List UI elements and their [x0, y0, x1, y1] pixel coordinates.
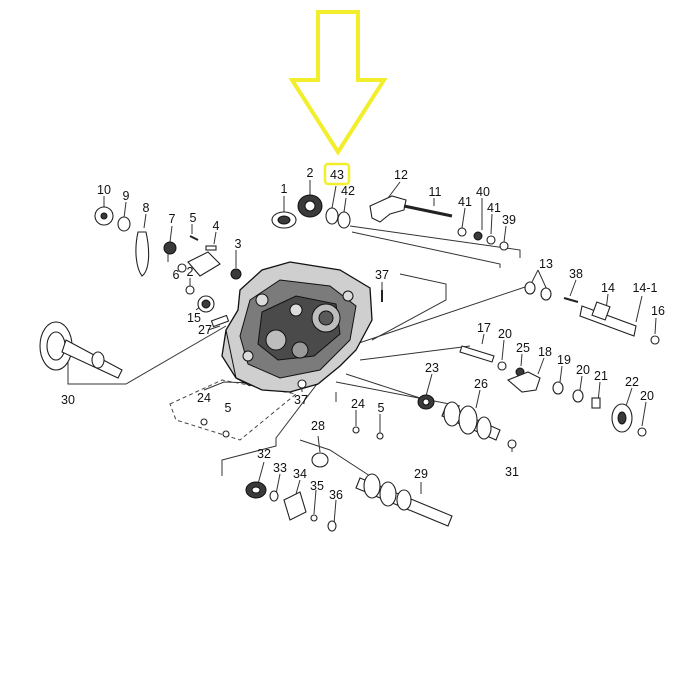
callout-5-c: 5	[378, 401, 385, 415]
callout-39: 39	[502, 213, 516, 227]
callout-40: 40	[476, 185, 490, 199]
callout-36: 36	[329, 488, 343, 502]
callout-2: 2	[307, 166, 314, 180]
callout-6: 6	[173, 268, 180, 282]
callout-33: 33	[273, 461, 287, 475]
callout-41-a: 41	[458, 195, 472, 209]
callout-42: 42	[341, 184, 355, 198]
callout-37-a: 37	[375, 268, 389, 282]
callout-11: 11	[429, 185, 442, 199]
callout-32: 32	[257, 447, 271, 461]
callout-28: 28	[311, 419, 325, 433]
callout-15: 15	[187, 311, 201, 325]
dashed-box	[169, 379, 298, 441]
callout-38: 38	[569, 267, 583, 281]
callout-41-b: 41	[487, 201, 501, 215]
callout-labels: 1 2 43 42 12 11 40 41 41 39 10 9 8 7 5 4…	[61, 166, 665, 502]
callout-12: 12	[394, 168, 408, 182]
callout-13: 13	[539, 257, 553, 271]
callout-43: 43	[330, 168, 344, 182]
callout-26: 26	[474, 377, 488, 391]
callout-8: 8	[143, 201, 150, 215]
callout-17: 17	[477, 321, 491, 335]
callout-5-b: 5	[225, 401, 232, 415]
callout-10: 10	[97, 183, 111, 197]
callout-3: 3	[235, 237, 242, 251]
callout-19: 19	[557, 353, 571, 367]
callout-30: 30	[61, 393, 75, 407]
callout-7: 7	[169, 212, 176, 226]
callout-35: 35	[310, 479, 324, 493]
callout-29: 29	[414, 467, 428, 481]
callout-20-c: 20	[640, 389, 654, 403]
callout-4: 4	[213, 219, 220, 233]
callout-24-b: 24	[351, 397, 365, 411]
leader-lines	[67, 180, 657, 525]
callout-27: 27	[198, 323, 212, 337]
callout-9: 9	[123, 189, 130, 203]
callout-20-a: 20	[498, 327, 512, 341]
callout-14: 14	[601, 281, 615, 295]
callout-31: 31	[505, 465, 519, 479]
parts	[39, 194, 660, 532]
callout-1: 1	[281, 182, 288, 196]
callout-5-a: 5	[190, 211, 197, 225]
highlight-arrow	[288, 10, 388, 156]
callout-2-b: 2	[187, 265, 194, 279]
callout-20-b: 20	[576, 363, 590, 377]
callout-34: 34	[293, 467, 307, 481]
highlight-box	[323, 162, 351, 186]
callout-24-a: 24	[197, 391, 211, 405]
callout-18: 18	[538, 345, 552, 359]
callout-37-b: 37	[294, 393, 308, 407]
callout-16: 16	[651, 304, 665, 318]
callout-14-1: 14-1	[632, 281, 657, 295]
callout-22: 22	[625, 375, 639, 389]
callout-25: 25	[516, 341, 530, 355]
callout-21: 21	[594, 369, 608, 383]
callout-23: 23	[425, 361, 439, 375]
transmission-case	[221, 261, 373, 393]
